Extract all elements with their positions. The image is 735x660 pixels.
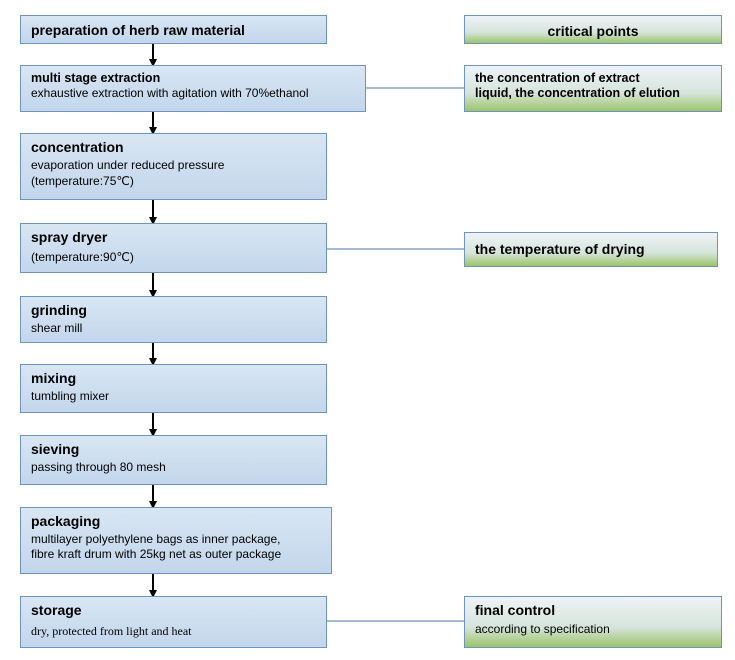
critical-text: the concentration of extract bbox=[475, 71, 640, 85]
step-title: mixing bbox=[31, 370, 77, 386]
critical-text: the temperature of drying bbox=[475, 241, 645, 257]
step-title: storage bbox=[31, 602, 82, 618]
step-description: tumbling mixer bbox=[31, 388, 110, 403]
step-title: concentration bbox=[31, 139, 124, 155]
step-grinding: grinding shear mill bbox=[20, 296, 327, 343]
critical-points-title: critical points bbox=[547, 23, 639, 39]
step-description: passing through 80 mesh bbox=[31, 459, 166, 474]
step-title: packaging bbox=[31, 513, 101, 529]
step-spray-dryer: spray dryer (temperature:90℃) bbox=[20, 223, 327, 273]
critical-text: liquid, the concentration of elution bbox=[475, 86, 680, 100]
step-title: preparation of herb raw material bbox=[31, 22, 245, 38]
step-description: (temperature:90℃) bbox=[31, 249, 134, 264]
step-description: evaporation under reduced pressure bbox=[31, 157, 225, 172]
critical-final-title: final control bbox=[475, 602, 556, 618]
step-title: grinding bbox=[31, 302, 87, 318]
step-title: multi stage extraction bbox=[31, 71, 161, 85]
step-sieving: sieving passing through 80 mesh bbox=[20, 435, 327, 485]
step-description: (temperature:75℃) bbox=[31, 174, 134, 189]
step-storage: storage dry, protected from light and he… bbox=[20, 596, 327, 648]
step-packaging: packaging multilayer polyethylene bags a… bbox=[20, 507, 332, 574]
step-title: spray dryer bbox=[31, 229, 108, 245]
step-mixing: mixing tumbling mixer bbox=[20, 364, 327, 413]
step-description: multilayer polyethylene bags as inner pa… bbox=[31, 531, 281, 546]
step-multi-stage-extraction: multi stage extraction exhaustive extrac… bbox=[20, 65, 366, 112]
step-concentration: concentration evaporation under reduced … bbox=[20, 133, 327, 200]
step-description: dry, protected from light and heat bbox=[31, 623, 192, 638]
step-description: shear mill bbox=[31, 320, 83, 335]
step-description: exhaustive extraction with agitation wit… bbox=[31, 86, 309, 100]
critical-final-description: according to specification bbox=[475, 621, 610, 636]
critical-final-control: final control according to specification bbox=[464, 596, 722, 648]
critical-extraction: the concentration of extract liquid, the… bbox=[464, 65, 722, 112]
step-title: sieving bbox=[31, 441, 80, 457]
critical-points-header: critical points bbox=[464, 15, 722, 44]
step-description: fibre kraft drum with 25kg net as outer … bbox=[31, 547, 282, 562]
step-preparation: preparation of herb raw material bbox=[20, 15, 327, 44]
critical-drying: the temperature of drying bbox=[464, 232, 718, 267]
